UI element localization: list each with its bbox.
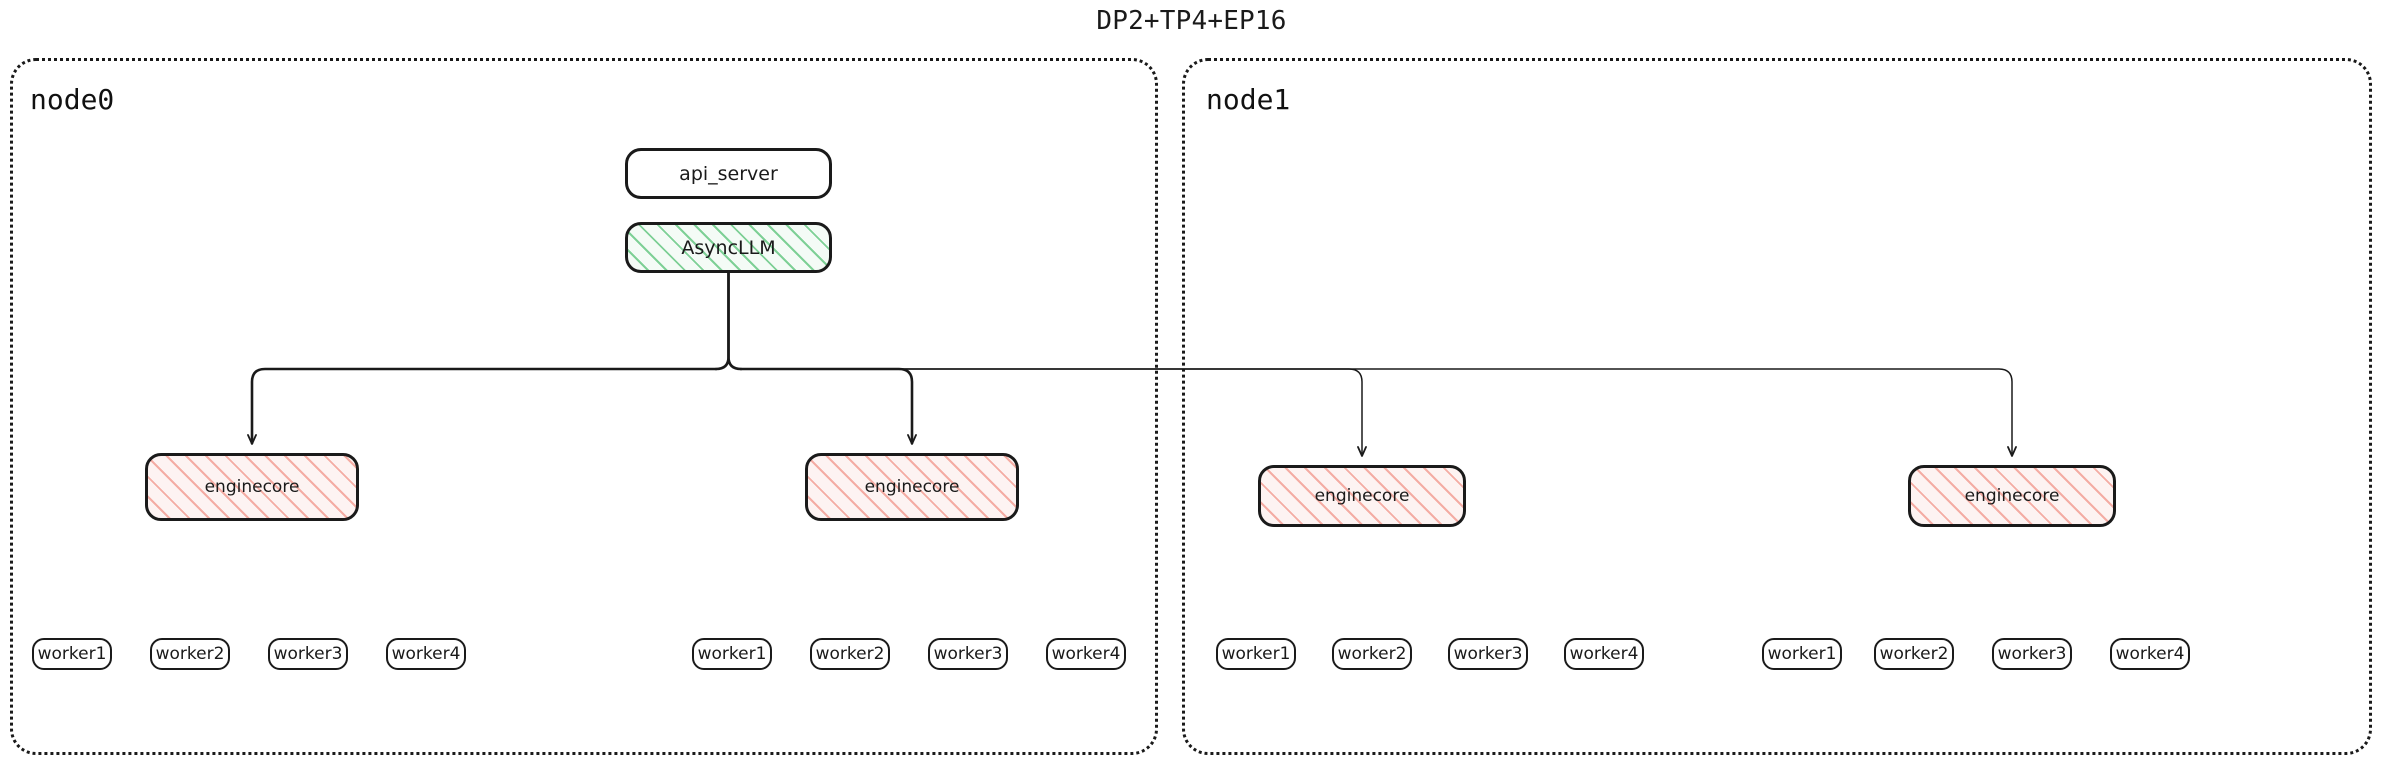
worker-box[interactable]: worker3 — [268, 638, 348, 670]
worker-box[interactable]: worker1 — [32, 638, 112, 670]
worker-box[interactable]: worker4 — [2110, 638, 2190, 670]
worker-box[interactable]: worker3 — [1448, 638, 1528, 670]
worker-box[interactable]: worker4 — [1564, 638, 1644, 670]
worker-box[interactable]: worker2 — [150, 638, 230, 670]
enginecore-box[interactable]: enginecore — [805, 453, 1019, 521]
worker-box[interactable]: worker3 — [928, 638, 1008, 670]
worker-box[interactable]: worker1 — [1216, 638, 1296, 670]
enginecore-box[interactable]: enginecore — [1908, 465, 2116, 527]
enginecore-box[interactable]: enginecore — [1258, 465, 1466, 527]
worker-box[interactable]: worker2 — [810, 638, 890, 670]
node-label-node0: node0 — [30, 83, 115, 116]
worker-box[interactable]: worker1 — [692, 638, 772, 670]
worker-box[interactable]: worker2 — [1332, 638, 1412, 670]
node-label-node1: node1 — [1206, 83, 1291, 116]
worker-box[interactable]: worker2 — [1874, 638, 1954, 670]
worker-box[interactable]: worker1 — [1762, 638, 1842, 670]
worker-box[interactable]: worker4 — [1046, 638, 1126, 670]
asyncllm-box[interactable]: AsyncLLM — [625, 222, 832, 273]
api-server-box[interactable]: api_server — [625, 148, 832, 199]
worker-box[interactable]: worker3 — [1992, 638, 2072, 670]
worker-box[interactable]: worker4 — [386, 638, 466, 670]
page-title: DP2+TP4+EP16 — [1096, 6, 1287, 36]
enginecore-box[interactable]: enginecore — [145, 453, 359, 521]
